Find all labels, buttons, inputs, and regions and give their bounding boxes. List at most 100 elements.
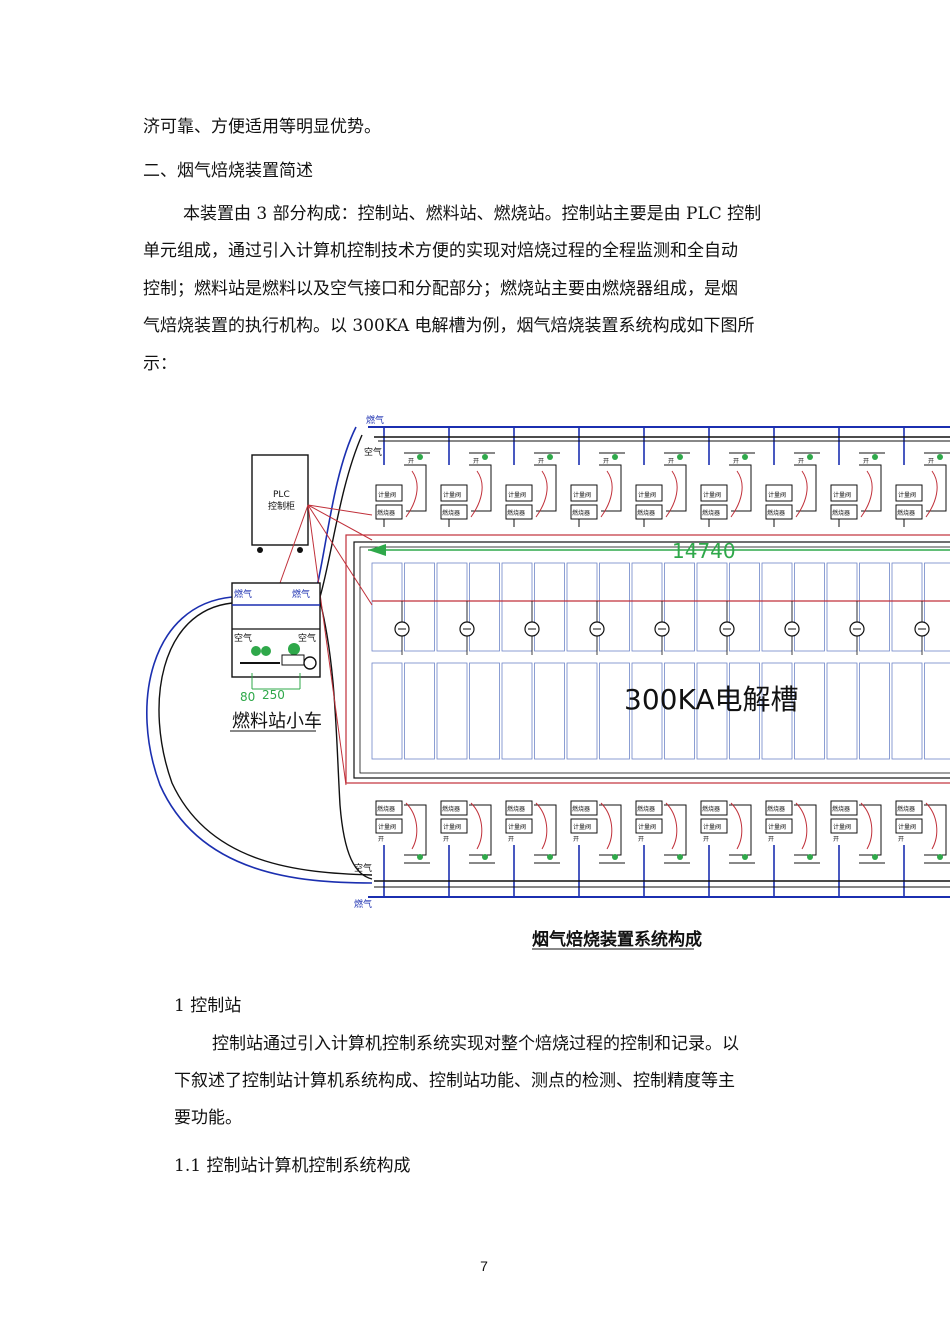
fuel-label-left: 燃气 [234,588,252,600]
valve-label: 开 [798,458,804,465]
regulator-label: 计量阀 [898,823,916,831]
valve-label: 开 [668,458,674,465]
burner-label: 燃烧器 [832,509,850,517]
burner-label: 燃烧器 [702,509,720,517]
section-heading-2: 二、烟气焙烧装置简述 [143,161,313,181]
cell-label: 300KA电解槽 [624,683,798,716]
plc-label-1: PLC [273,490,290,500]
regulator-label: 计量阀 [833,491,851,499]
air-label-left: 空气 [234,632,252,644]
valve-label: 开 [638,836,644,843]
regulator-label: 计量阀 [378,491,396,499]
body-line-1: 本装置由 3 部分构成：控制站、燃料站、燃烧站。控制站主要是由 PLC 控制 [183,204,762,224]
section1-line-1: 控制站通过引入计算机控制系统实现对整个焙烧过程的控制和记录。以 [212,1034,739,1054]
bottom-air-label: 空气 [354,862,372,874]
temperature-sensor [654,601,670,655]
burner-label: 燃烧器 [442,805,460,813]
gauge-high: 250 [262,688,285,702]
system-diagram: 计量阀燃烧器开计量阀燃烧器开计量阀燃烧器开计量阀燃烧器开计量阀燃烧器开计量阀燃烧… [146,414,950,950]
top-air-label: 空气 [364,446,382,458]
dimension-label: 14740 [672,539,736,563]
burner-label: 燃烧器 [897,805,915,813]
page-number: 7 [480,1258,488,1274]
burner-label: 燃烧器 [507,805,525,813]
body-line-4: 气焙烧装置的执行机构。以 300KA 电解槽为例，烟气焙烧装置系统构成如下图所 [143,316,755,336]
valve-label: 开 [473,458,479,465]
temperature-sensor [719,601,735,655]
regulator-label: 计量阀 [508,823,526,831]
valve-label: 开 [768,836,774,843]
valve-label: 开 [928,458,934,465]
burner-label: 燃烧器 [377,509,395,517]
regulator-label: 计量阀 [378,823,396,831]
regulator-label: 计量阀 [638,491,656,499]
fuel-label-right: 燃气 [292,588,310,600]
paragraph-intro-tail: 济可靠、方便适用等明显优势。 [143,117,381,137]
fuel-station-label: 燃料站小车 [232,711,322,732]
burner-label: 燃烧器 [767,805,785,813]
temperature-sensor [914,601,930,655]
temperature-sensor [459,601,475,655]
temperature-sensor [849,601,865,655]
section1-1-heading: 1.1 控制站计算机控制系统构成 [174,1156,411,1176]
valve-label: 开 [733,458,739,465]
gauge-low: 80 [240,690,255,704]
valve-label: 开 [603,458,609,465]
valve-label: 开 [408,458,414,465]
burner-label: 燃烧器 [377,805,395,813]
body-line-3: 控制；燃料站是燃料以及空气接口和分配部分；燃烧站主要由燃烧器组成，是烟 [143,279,738,299]
burner-label: 燃烧器 [767,509,785,517]
temperature-sensor [784,601,800,655]
regulator-label: 计量阀 [703,491,721,499]
temperature-sensor [524,601,540,655]
top-gas-label: 燃气 [366,414,384,426]
burner-label: 燃烧器 [572,509,590,517]
section1-line-3: 要功能。 [174,1108,242,1128]
regulator-label: 计量阀 [768,491,786,499]
figure-caption: 烟气焙烧装置系统构成 [532,929,702,950]
regulator-label: 计量阀 [443,823,461,831]
regulator-label: 计量阀 [898,491,916,499]
burner-label: 燃烧器 [897,509,915,517]
valve-label: 开 [378,836,384,843]
regulator-label: 计量阀 [443,491,461,499]
regulator-label: 计量阀 [573,823,591,831]
valve-label: 开 [703,836,709,843]
valve-label: 开 [573,836,579,843]
temperature-sensor [394,601,410,655]
burner-label: 燃烧器 [637,509,655,517]
section1-heading: 1 控制站 [174,996,242,1016]
burner-label: 燃烧器 [507,509,525,517]
bottom-gas-label: 燃气 [354,898,372,910]
valve-label: 开 [508,836,514,843]
burner-label: 燃烧器 [832,805,850,813]
regulator-label: 计量阀 [768,823,786,831]
burner-label: 燃烧器 [702,805,720,813]
section1-line-2: 下叙述了控制站计算机系统构成、控制站功能、测点的检测、控制精度等主 [174,1071,735,1091]
regulator-label: 计量阀 [703,823,721,831]
air-label-right: 空气 [298,632,316,644]
regulator-label: 计量阀 [833,823,851,831]
burner-label: 燃烧器 [637,805,655,813]
body-line-2: 单元组成，通过引入计算机控制技术方便的实现对焙烧过程的全程监测和全自动 [143,241,738,261]
valve-label: 开 [833,836,839,843]
plc-label-2: 控制柜 [268,500,295,512]
valve-label: 开 [443,836,449,843]
temperature-sensor [589,601,605,655]
valve-label: 开 [898,836,904,843]
valve-label: 开 [863,458,869,465]
